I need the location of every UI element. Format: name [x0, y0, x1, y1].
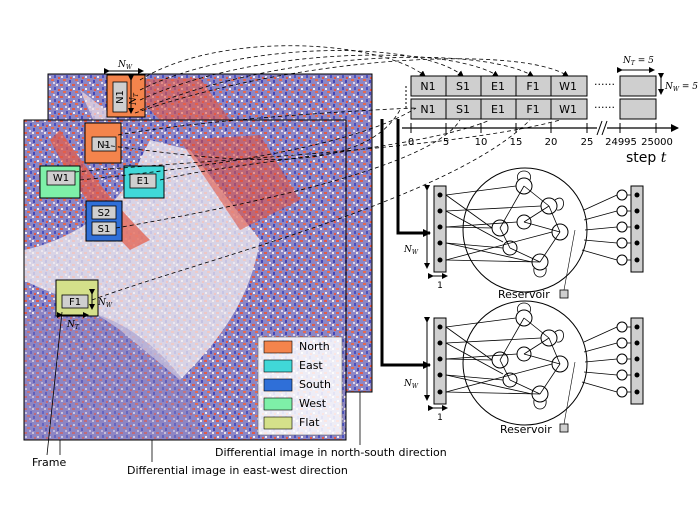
- axis-tick: 20: [545, 137, 558, 148]
- legend: North East South West Flat: [257, 336, 343, 436]
- ellipsis: ······: [594, 78, 615, 91]
- frame-f1: F1 NW NT: [55, 279, 113, 331]
- nw-dim-label: NW = 5: [664, 82, 698, 93]
- frame-label: S2: [98, 208, 111, 219]
- sequence-cell: F1: [526, 103, 539, 116]
- axis-tick: 25: [581, 137, 594, 148]
- reservoir-label: Reservoir: [500, 423, 552, 436]
- sequence-cell: W1: [559, 103, 577, 116]
- nw-dim-label: NW: [117, 60, 133, 71]
- frame-to-sequence-connectors: [74, 45, 569, 301]
- nt-dim-label: NT = 5: [622, 56, 654, 67]
- sequence-cell: E1: [491, 103, 505, 116]
- frame-label: N1: [115, 90, 126, 104]
- nt-dim-label: NT: [66, 320, 80, 331]
- width-label: 1: [437, 281, 443, 291]
- axis-tick: 0: [408, 137, 414, 148]
- sequence-cell: F1: [526, 80, 539, 93]
- width-label: 1: [437, 413, 443, 423]
- axis-tick: 24995: [605, 137, 637, 148]
- step-axis: 0 5 10 15 20 25 24995 25000 step t: [402, 120, 679, 166]
- frame-w1: W1: [39, 165, 81, 199]
- frame-south: S2 S1: [85, 200, 123, 242]
- sequence-last-cell: [619, 98, 657, 120]
- axis-tick: 25000: [641, 137, 673, 148]
- ew-image-caption: Differential image in east-west directio…: [127, 464, 348, 477]
- reservoir-label: Reservoir: [498, 288, 550, 301]
- nw-dim-label: NW: [403, 379, 419, 390]
- ellipsis: ······: [594, 101, 615, 114]
- sequence-cell: E1: [491, 80, 505, 93]
- frame-label: S1: [98, 224, 111, 235]
- frame-label: E1: [137, 176, 150, 187]
- frame-n1-back: N1 NT NW: [104, 60, 146, 118]
- axis-tick: 5: [443, 137, 449, 148]
- axis-tick: 10: [475, 137, 488, 148]
- frame-caption: Frame: [32, 456, 67, 469]
- frame-label: F1: [69, 297, 81, 308]
- sequence-cell: N1: [420, 103, 435, 116]
- legend-swatch-east: [263, 359, 293, 373]
- sequence-last-cell: [619, 75, 657, 97]
- legend-swatch-west: [263, 397, 293, 411]
- sequence-cell: S1: [456, 103, 470, 116]
- ns-image-caption: Differential image in north-south direct…: [215, 446, 447, 459]
- axis-tick: 15: [510, 137, 523, 148]
- frame-label: W1: [53, 173, 69, 184]
- frame-label: N1: [97, 140, 111, 151]
- legend-label: South: [299, 378, 331, 391]
- legend-swatch-north: [263, 340, 293, 354]
- sequence-cell: S1: [456, 80, 470, 93]
- sequence-cell: N1: [420, 80, 435, 93]
- reservoir-2: NW 1 Reservoir: [380, 119, 644, 436]
- nt-dim-label: NT: [129, 92, 140, 106]
- frame-e1: E1: [123, 165, 165, 199]
- sequence-dims: NT = 5 NW = 5: [617, 56, 698, 95]
- reservoir-1: NW 1 Reservoir: [396, 119, 644, 301]
- frame-n1-front: N1: [84, 122, 122, 164]
- sequence-cell: W1: [559, 80, 577, 93]
- sequence-row-2: N1 S1 E1 F1 W1 ······: [410, 98, 657, 120]
- legend-swatch-south: [263, 378, 293, 392]
- legend-label: Flat: [299, 416, 320, 429]
- legend-swatch-flat: [263, 416, 293, 430]
- legend-label: North: [299, 340, 330, 353]
- sequence-row-1: N1 S1 E1 F1 W1 ······: [405, 75, 657, 110]
- axis-label: step t: [626, 150, 667, 166]
- legend-label: West: [299, 397, 327, 410]
- nw-dim-label: NW: [97, 298, 113, 309]
- legend-label: East: [299, 359, 323, 372]
- nw-dim-label: NW: [403, 245, 419, 256]
